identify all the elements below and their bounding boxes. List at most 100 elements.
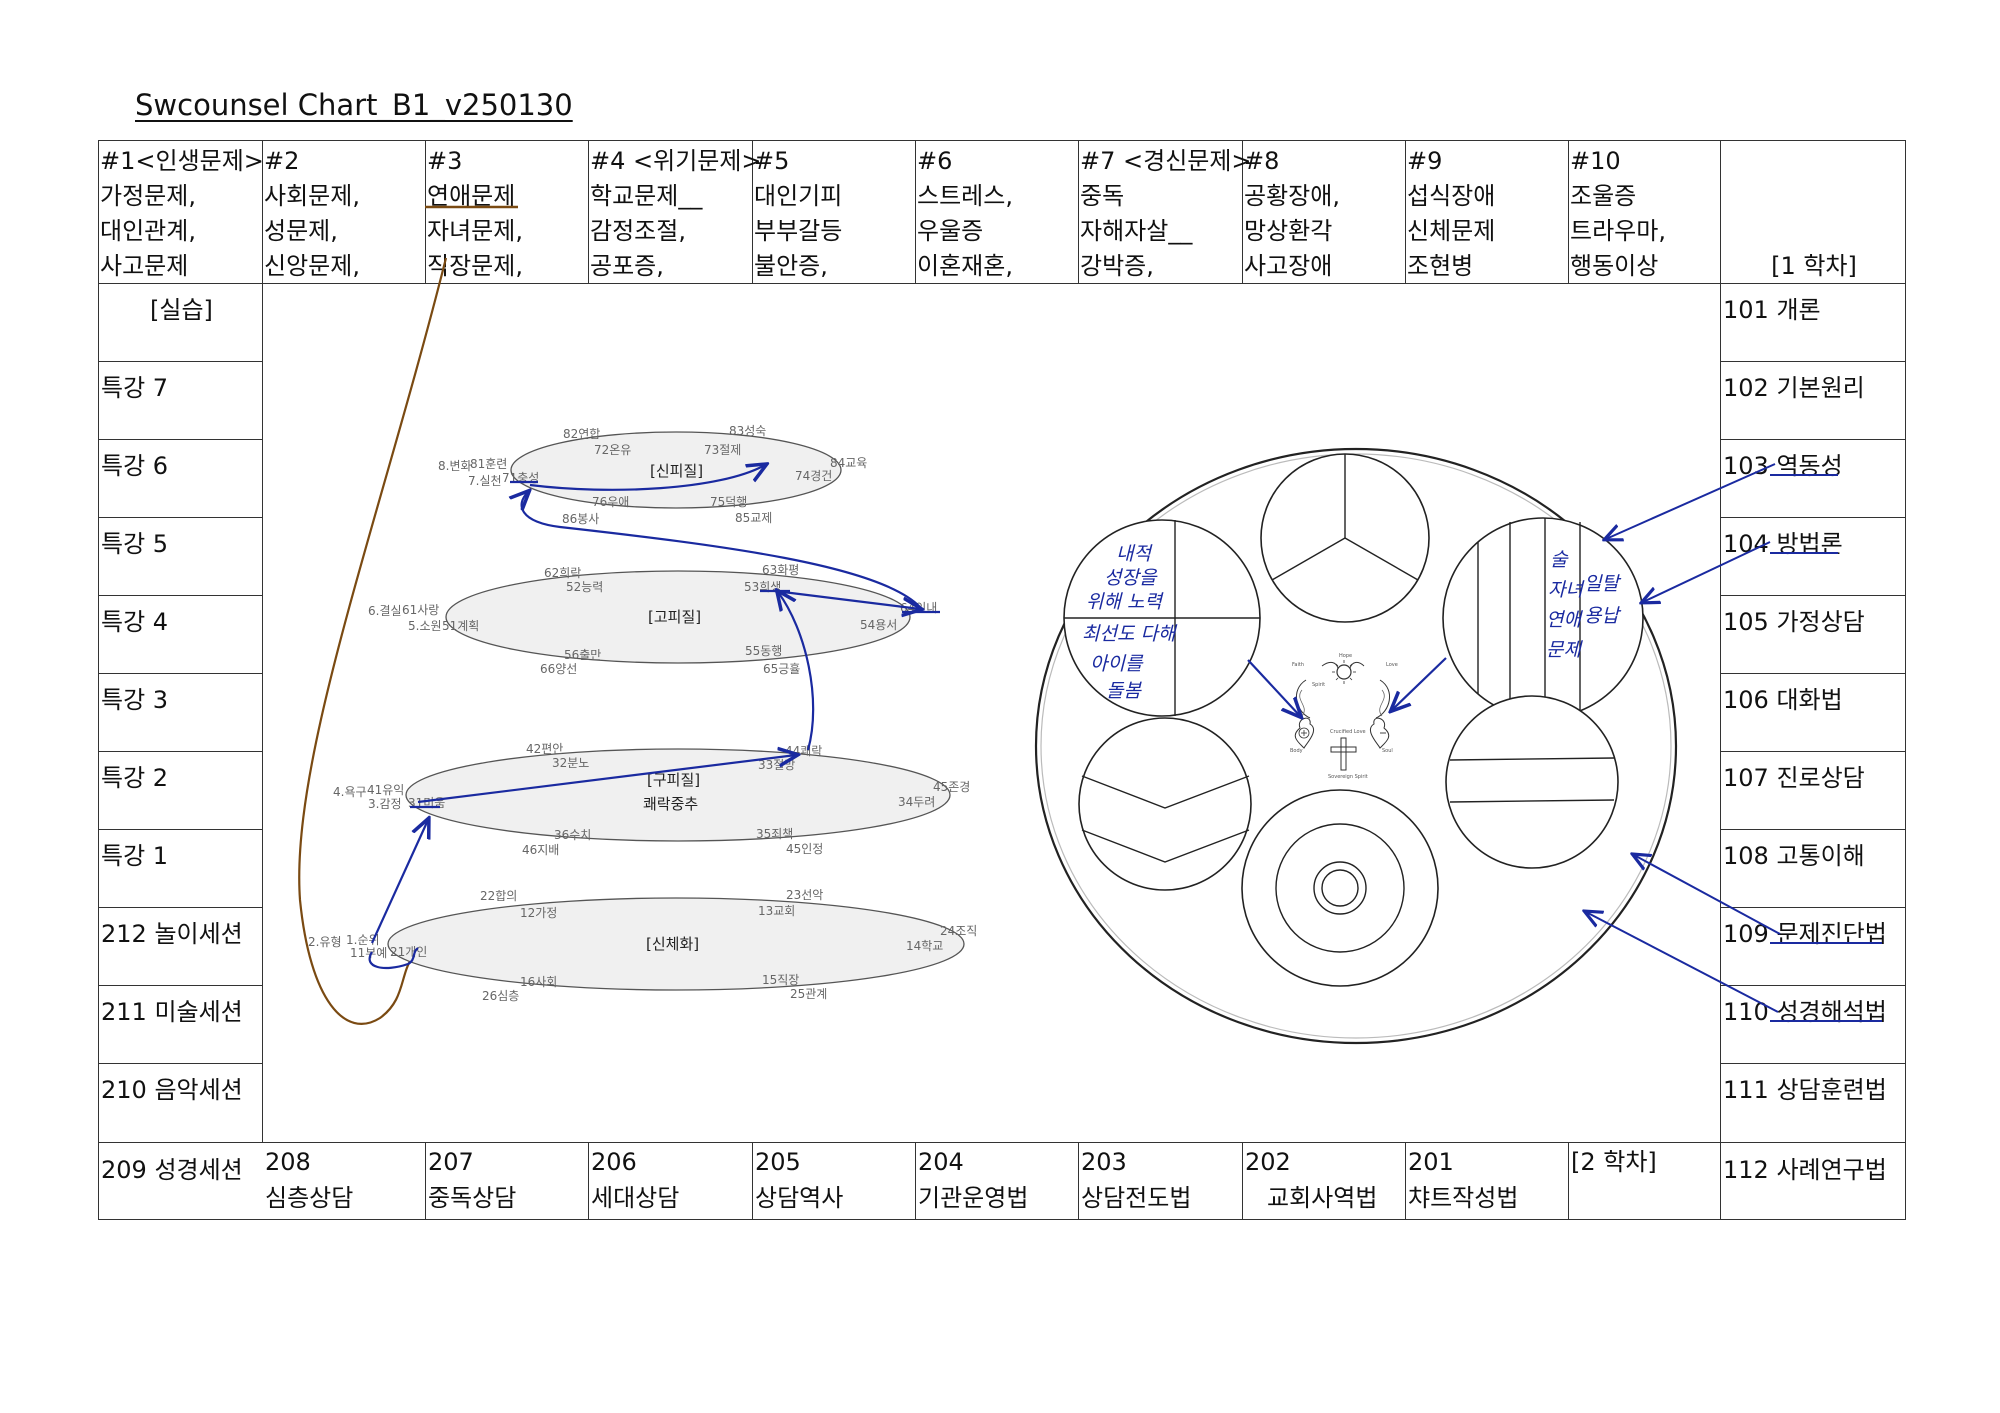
grid-line xyxy=(1720,361,1906,362)
grid-line xyxy=(425,140,426,283)
blue-arrow-path xyxy=(368,465,940,970)
svg-text:85교제: 85교제 xyxy=(735,511,772,525)
svg-text:4.욕구: 4.욕구 xyxy=(333,785,367,799)
ellipse-neocortex: [신피질] 82연합 83성숙 72온유 73절제 8.변화 81훈련 7.실천… xyxy=(438,424,867,526)
grid-line xyxy=(1720,517,1906,518)
circle-bottom-left xyxy=(1078,717,1252,891)
ellipse-sublabel: 쾌락중추 xyxy=(643,795,698,813)
left-cell: 211 미술세션 xyxy=(101,998,243,1026)
svg-text:6.결실: 6.결실 xyxy=(368,604,402,618)
circle-bottom-right xyxy=(1445,695,1619,869)
grid-line xyxy=(98,907,262,908)
sun-icon xyxy=(1336,664,1352,680)
left-cell: 특강 2 xyxy=(101,764,169,792)
left-cell: 특강 1 xyxy=(101,842,169,870)
left-cell: 212 놀이세션 xyxy=(101,920,243,948)
svg-text:32분노: 32분노 xyxy=(552,756,589,770)
svg-text:2.유형: 2.유형 xyxy=(308,935,342,949)
svg-text:13교회: 13교회 xyxy=(758,904,795,918)
right-cell: 102 기본원리 xyxy=(1723,374,1865,402)
blue-arrow xyxy=(1606,463,1776,539)
grid-line xyxy=(262,140,263,283)
ellipse-archicortex: [구피질] 쾌락중추 42편안 44쾌락 32분노 33절망 4.욕구 41유익… xyxy=(333,742,970,857)
grid-line xyxy=(588,1142,589,1220)
left-cell: 특강 3 xyxy=(101,686,169,714)
svg-text:41유익: 41유익 xyxy=(367,783,404,797)
svg-text:Spirit: Spirit xyxy=(1312,682,1325,688)
svg-text:26심층: 26심층 xyxy=(482,989,519,1003)
ellipse-label: [신피질] xyxy=(650,462,703,480)
grid-line xyxy=(1720,907,1906,908)
svg-text:12가정: 12가정 xyxy=(520,906,557,920)
circle-diagram: Faith Hope Love Spirit Body Soul Crucifi… xyxy=(1034,447,1678,1045)
grid-line xyxy=(98,673,262,674)
ellipse-label: [구피질] xyxy=(647,771,700,789)
right-cell: 105 가정상담 xyxy=(1723,608,1865,636)
grid-line xyxy=(1078,140,1079,283)
svg-text:11부예: 11부예 xyxy=(350,946,387,960)
right-cell: 107 진로상담 xyxy=(1723,764,1865,792)
blue-arrow xyxy=(529,465,765,491)
circle-right xyxy=(1442,517,1644,719)
left-cell: 209 성경세션 xyxy=(101,1156,243,1184)
heart-icon xyxy=(1369,717,1390,749)
grid-line xyxy=(1720,140,1721,1220)
right-cell: 101 개론 xyxy=(1723,296,1821,324)
svg-text:Soul: Soul xyxy=(1382,748,1393,754)
left-cell: 특강 4 xyxy=(101,608,169,636)
svg-text:16사회: 16사회 xyxy=(520,975,557,989)
svg-text:83성숙: 83성숙 xyxy=(729,424,766,438)
svg-text:Hope: Hope xyxy=(1339,653,1352,659)
grid-line xyxy=(1242,1142,1243,1220)
blue-arrow xyxy=(1586,912,1779,1013)
grid-line xyxy=(98,751,262,752)
svg-text:45존경: 45존경 xyxy=(933,780,970,794)
svg-text:Crucified Love: Crucified Love xyxy=(1330,729,1366,735)
svg-text:66양선: 66양선 xyxy=(540,662,577,676)
grid-line xyxy=(752,140,753,283)
page-title: Swcounsel Chart_B1_v250130 xyxy=(135,88,573,122)
svg-text:일탈: 일탈 xyxy=(1584,573,1621,595)
grid-line xyxy=(98,283,1906,284)
ellipse-label: [고피질] xyxy=(648,608,701,626)
right-cell: 112 사례연구법 xyxy=(1723,1156,1887,1184)
inner-arrows xyxy=(1247,657,1447,716)
svg-text:34두려: 34두려 xyxy=(898,795,935,809)
grid-line xyxy=(98,1063,262,1064)
ellipse-somatization: [신체화] 22합의 23선악 12가정 13교회 2.유형 1.순위 11부예… xyxy=(308,888,977,1003)
svg-text:22합의: 22합의 xyxy=(480,889,517,903)
circle-left xyxy=(1063,519,1261,717)
svg-text:86봉사: 86봉사 xyxy=(562,512,599,526)
blue-arrow xyxy=(778,592,815,751)
svg-text:52능력: 52능력 xyxy=(566,580,603,594)
svg-text:72온유: 72온유 xyxy=(594,443,631,457)
svg-text:25관계: 25관계 xyxy=(790,987,827,1001)
left-cell: 특강 5 xyxy=(101,530,169,558)
svg-text:55동행: 55동행 xyxy=(745,643,782,658)
grid-line xyxy=(1568,1142,1569,1220)
handwriting-right: 술 자녀 연애 문제 일탈 용납 xyxy=(1546,549,1621,661)
svg-text:21개인: 21개인 xyxy=(390,945,427,959)
grid-line xyxy=(262,283,263,1143)
grid-line xyxy=(915,140,916,283)
grid-line xyxy=(1405,140,1406,283)
ellipse-paleocortex: [고피질] 62희락 63화평 52능력 53희생 6.결실 61사랑 64인내… xyxy=(368,563,937,676)
blue-arrow xyxy=(774,589,920,609)
right-cell: 111 상담훈련법 xyxy=(1723,1076,1887,1104)
svg-text:65긍휼: 65긍휼 xyxy=(763,662,800,676)
svg-text:7.실천: 7.실천 xyxy=(468,473,502,488)
grid-line xyxy=(98,985,262,986)
svg-text:35죄책: 35죄책 xyxy=(756,826,793,841)
grid-line xyxy=(1720,1063,1906,1064)
